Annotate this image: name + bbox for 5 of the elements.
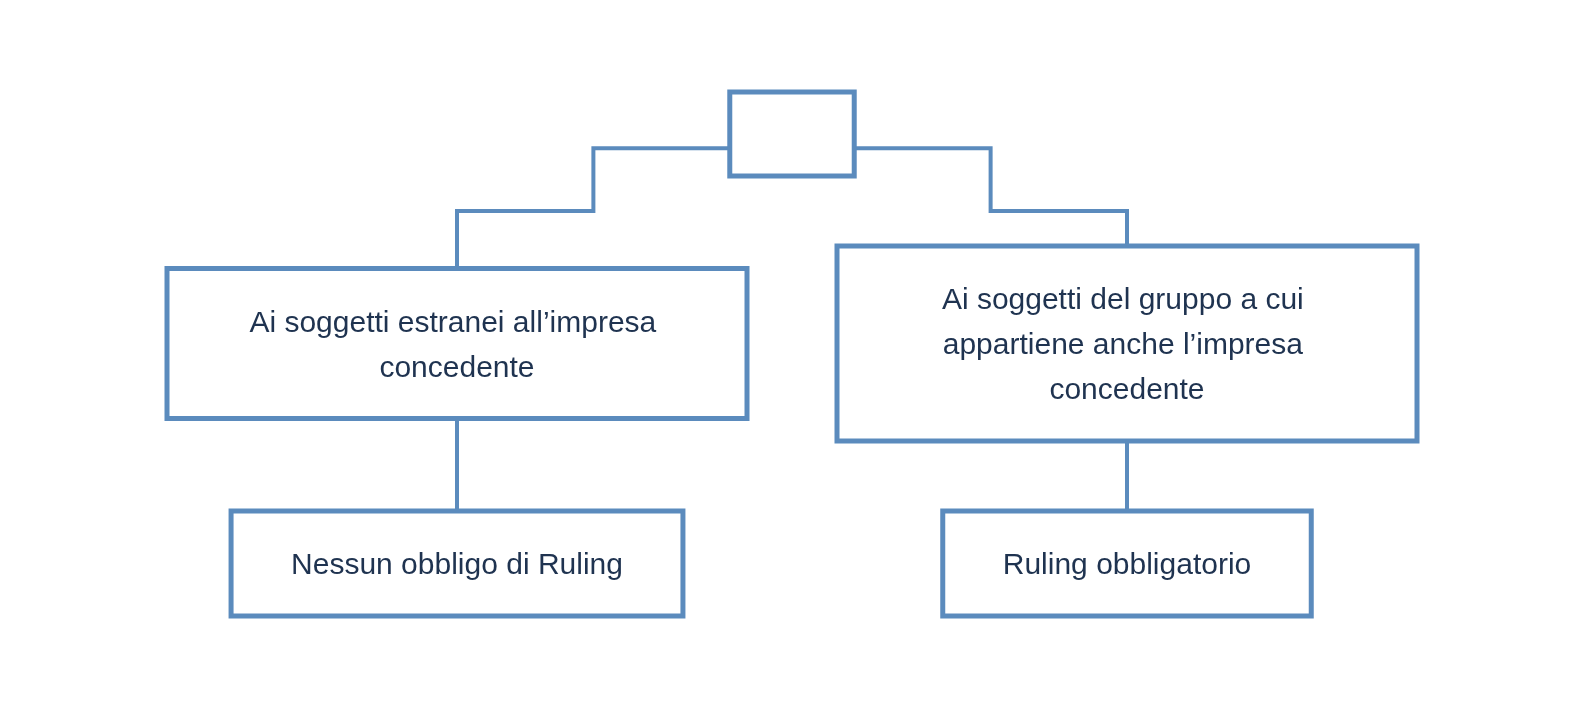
node-box [726,89,857,179]
node-box: Ai soggetti del gruppo a cui appartiene anche l’impresa concedente [834,243,1419,444]
node-box: Ruling obbligatorio [939,508,1314,619]
node-box: Nessun obbligo di Ruling [228,508,685,619]
node-box: Ai soggetti estranei all’impresa concedente [164,266,749,421]
